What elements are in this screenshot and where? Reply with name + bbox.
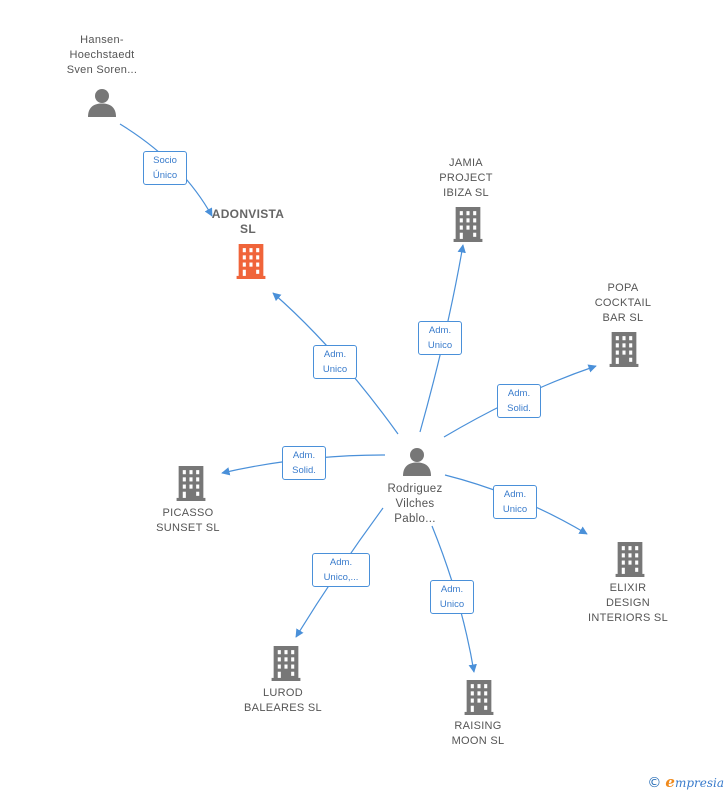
person-icon[interactable] [403, 448, 431, 476]
node-label-rodriguez[interactable]: Rodriguez Vilches Pablo... [387, 483, 443, 525]
building-icon[interactable] [453, 207, 483, 242]
node-label-jamia[interactable]: JAMIA PROJECT IBIZA SL [439, 157, 493, 199]
brand-initial: e [665, 773, 675, 791]
node-label-raising[interactable]: RAISING MOON SL [451, 720, 505, 747]
building-icon[interactable] [464, 680, 494, 715]
node-label-lurod[interactable]: LUROD BALEARES SL [244, 687, 322, 714]
node-label-hansen[interactable]: Hansen- Hoechstaedt Sven Soren... [66, 34, 138, 76]
edge-label-rodriguez-raising[interactable]: Adm. Unico [430, 580, 474, 614]
node-label-adonvista[interactable]: ADONVISTA SL [211, 207, 285, 236]
building-icon[interactable] [176, 466, 206, 501]
edge-label-rodriguez-adonvista[interactable]: Adm. Unico [313, 345, 357, 379]
building-icon-main[interactable] [236, 244, 266, 279]
edge-label-rodriguez-jamia[interactable]: Adm. Unico [418, 321, 462, 355]
brand-name: mpresia [674, 776, 724, 790]
node-label-popa[interactable]: POPA COCKTAIL BAR SL [594, 282, 652, 324]
edge-label-hansen-adonvista[interactable]: Socio Único [143, 151, 187, 185]
footer-brand[interactable]: ©empresia [647, 773, 724, 791]
node-label-elixir[interactable]: ELIXIR DESIGN INTERIORS SL [587, 582, 668, 624]
edge-label-rodriguez-popa[interactable]: Adm. Solid. [497, 384, 541, 418]
person-icon[interactable] [88, 89, 116, 117]
edge-label-rodriguez-elixir[interactable]: Adm. Unico [493, 485, 537, 519]
building-icon[interactable] [615, 542, 645, 577]
edge-label-rodriguez-lurod[interactable]: Adm. Unico,... [312, 553, 370, 587]
copyright-icon: © [647, 775, 662, 791]
building-icon[interactable] [271, 646, 301, 681]
edge-label-rodriguez-picasso[interactable]: Adm. Solid. [282, 446, 326, 480]
node-label-picasso[interactable]: PICASSO SUNSET SL [156, 507, 220, 534]
building-icon[interactable] [609, 332, 639, 367]
